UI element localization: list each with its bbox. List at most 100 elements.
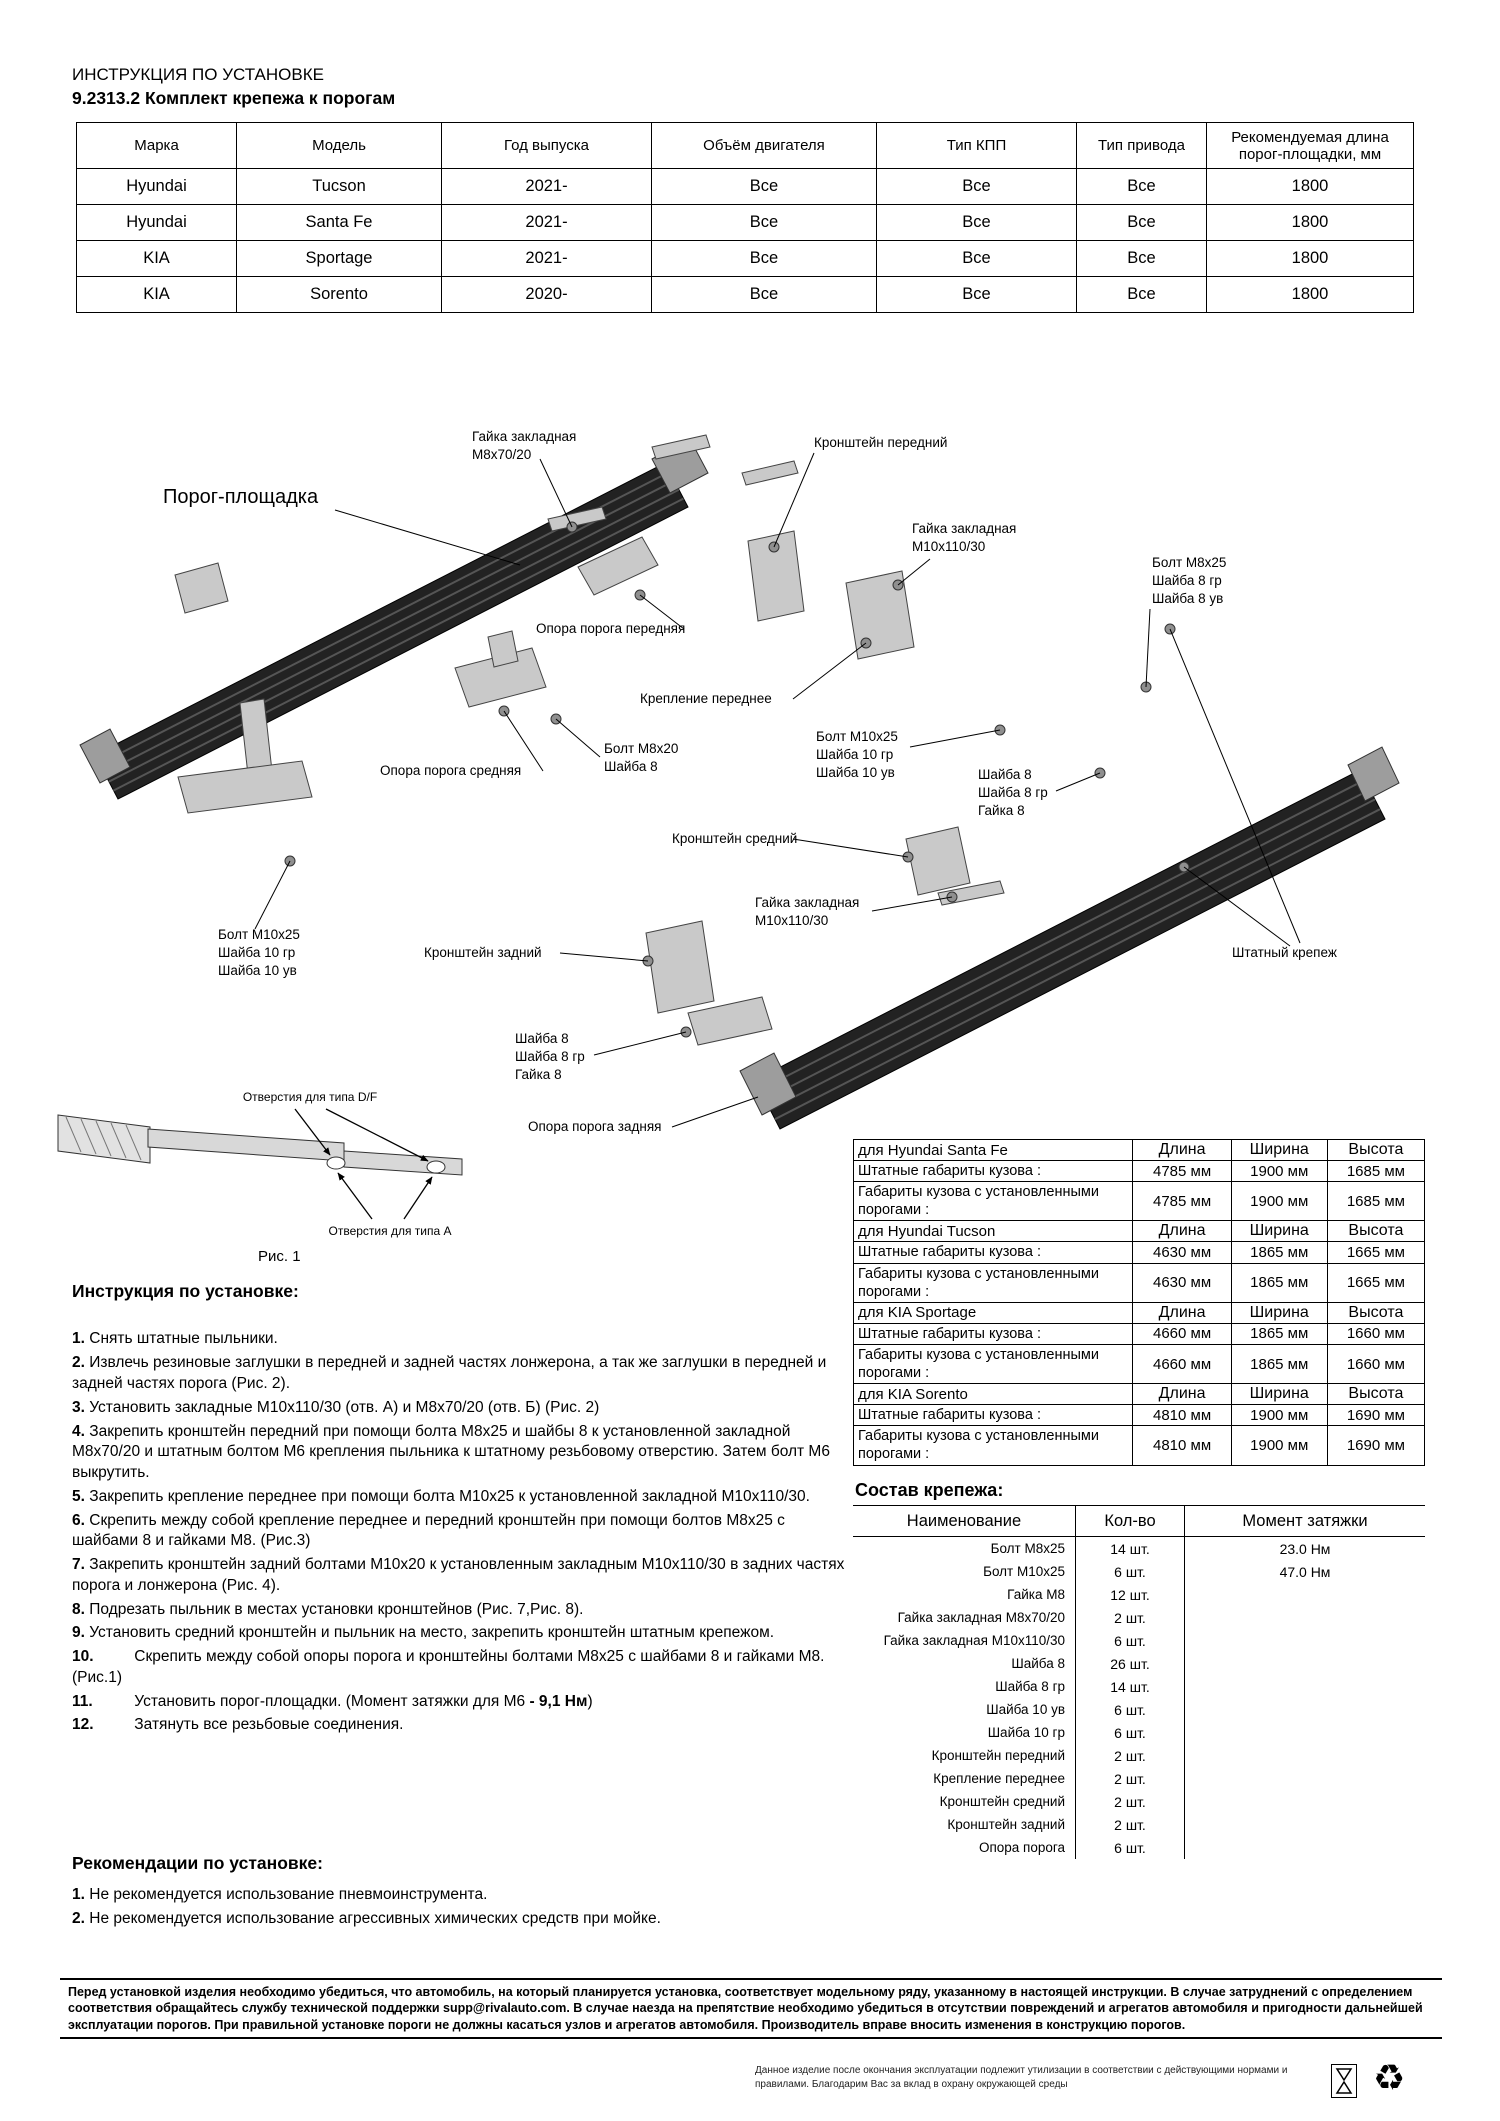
dim-column-header: Длина [1132, 1383, 1232, 1406]
dim-row-label: Штатные габариты кузова : [852, 1241, 1134, 1264]
dim-row: Габариты кузова с установленными порогам… [852, 1343, 1426, 1385]
dim-value: 4630 мм [1132, 1262, 1232, 1303]
vehicle-cell: Все [876, 276, 1077, 313]
dim-column-header: Ширина [1230, 1383, 1328, 1406]
vehicle-cell: Hyundai [76, 204, 237, 241]
kit-part-qty: 2 шт. [1075, 1789, 1185, 1813]
step-number: 3. [72, 1398, 85, 1416]
kit-column-header-name: Наименование [853, 1506, 1075, 1537]
dim-value: 4660 мм [1132, 1343, 1232, 1385]
label-rear-support: Опора порога задняя [528, 1119, 661, 1134]
kit-part-qty: 2 шт. [1075, 1743, 1185, 1767]
footer-notice: Перед установкой изделия необходимо убед… [60, 1978, 1442, 2039]
recommendation-items: 1. Не рекомендуется использование пневмо… [72, 1885, 850, 1930]
install-step: 4. Закрепить кронштейн передний при помо… [72, 1422, 830, 1482]
vehicle-cell: Все [1076, 240, 1207, 277]
label-front-mount: Крепление переднее [640, 691, 772, 706]
dim-value: 1685 мм [1326, 1159, 1426, 1183]
kit-part-torque [1185, 1790, 1425, 1813]
dim-value: 1690 мм [1326, 1425, 1426, 1466]
vehicle-column-header: Рекомендуемая длина порог-площадки, мм [1206, 122, 1414, 169]
kit-part-torque: 23.0 Нм [1279, 1540, 1331, 1557]
kit-part-name: Гайка закладная М10х110/30 [883, 1632, 1065, 1648]
label-oem-fasteners: Штатный крепеж [1232, 945, 1337, 960]
installation-steps: 1. Снять штатные пыльники.2. Извлечь рез… [72, 1329, 850, 1736]
install-step: 11. Установить порог-площадки. (Момент з… [72, 1692, 850, 1713]
dim-column-header: Высота [1326, 1301, 1426, 1324]
dim-row-label: Штатные габариты кузова : [852, 1404, 1134, 1427]
item-number: 1. [72, 1886, 85, 1904]
kit-part-name: Кронштейн средний [939, 1793, 1065, 1809]
dim-column-header: Длина [1132, 1139, 1232, 1161]
recycle-row: Данное изделие после окончания эксплуата… [755, 2060, 1445, 2103]
kit-part-name: Опора порога [978, 1839, 1065, 1855]
kit-part-torque [1185, 1652, 1425, 1675]
install-step: 1. Снять штатные пыльники. [72, 1330, 278, 1348]
dim-value: 4785 мм [1132, 1159, 1232, 1183]
vehicle-column-header: Тип КПП [876, 122, 1077, 169]
label-front-support: Опора порога передняя [536, 621, 685, 636]
kit-part-name: Гайка закладная М8х70/20 [897, 1609, 1065, 1625]
label-mid-support: Опора порога средняя [380, 763, 521, 778]
dim-column-header: Высота [1326, 1139, 1426, 1161]
installation-heading: Инструкция по установке: [72, 1281, 299, 1301]
sill-cross-section [57, 1108, 463, 1220]
kit-part-qty: 26 шт. [1075, 1651, 1185, 1675]
dim-value: 1660 мм [1326, 1322, 1426, 1345]
kit-part-torque [1185, 1836, 1425, 1859]
vehicle-cell: Все [651, 168, 877, 205]
dim-value: 1685 мм [1326, 1181, 1426, 1222]
install-step: 8. Подрезать пыльник в местах установки … [72, 1600, 584, 1618]
vehicle-cell: KIA [76, 276, 237, 313]
install-step: 10. Скрепить между собой опоры порога и … [72, 1648, 825, 1686]
kit-part-qty: 6 шт. [1075, 1628, 1185, 1652]
vehicle-column-header: Объём двигателя [651, 122, 877, 169]
dim-table-title: для KIA Sportage [852, 1301, 1134, 1324]
dim-column-header: Высота [1326, 1383, 1426, 1406]
dim-value: 1660 мм [1326, 1343, 1426, 1385]
kit-part-qty: 12 шт. [1075, 1582, 1185, 1606]
vehicle-cell: 1800 [1206, 168, 1414, 205]
recommendations-section: Рекомендации по установке: 1. Не рекомен… [72, 1852, 850, 1933]
dim-value: 1865 мм [1230, 1262, 1328, 1303]
dim-value: 1665 мм [1326, 1241, 1426, 1264]
kit-heading: Состав крепежа: [855, 1479, 1004, 1500]
vehicle-cell: 2021- [441, 168, 652, 205]
kit-part-torque [1185, 1675, 1425, 1698]
step-number: 8. [72, 1600, 85, 1618]
figure-1-caption: Рис. 1 [258, 1248, 301, 1265]
dim-value: 1665 мм [1326, 1262, 1426, 1303]
kit-part-torque [1185, 1583, 1425, 1606]
vehicle-cell: Все [651, 204, 877, 241]
dim-row-label: Габариты кузова с установленными порогам… [852, 1343, 1134, 1385]
dim-table-title: для Hyundai Tucson [852, 1220, 1134, 1243]
vehicle-cell: Все [876, 240, 1077, 277]
install-step: 7. Закрепить кронштейн задний болтами М1… [72, 1556, 845, 1594]
kit-part-torque: 47.0 Нм [1279, 1563, 1331, 1580]
install-step: 12. Затянуть все резьбовые соединения. [72, 1715, 850, 1736]
dim-value: 1900 мм [1230, 1404, 1328, 1427]
bracket-parts [174, 434, 1005, 1046]
label-front-bracket: Кронштейн передний [814, 435, 947, 450]
kit-part-torque [1185, 1721, 1425, 1744]
dim-value: 1865 мм [1230, 1343, 1328, 1385]
vehicle-column-header: Модель [236, 122, 442, 169]
recommendations-heading: Рекомендации по установке: [72, 1853, 323, 1873]
label-mid-bracket: Кронштейн средний [672, 831, 797, 846]
kit-table: Наименование Кол-во Момент затяжки Болт … [853, 1504, 1425, 1859]
dim-value: 4785 мм [1132, 1181, 1232, 1222]
